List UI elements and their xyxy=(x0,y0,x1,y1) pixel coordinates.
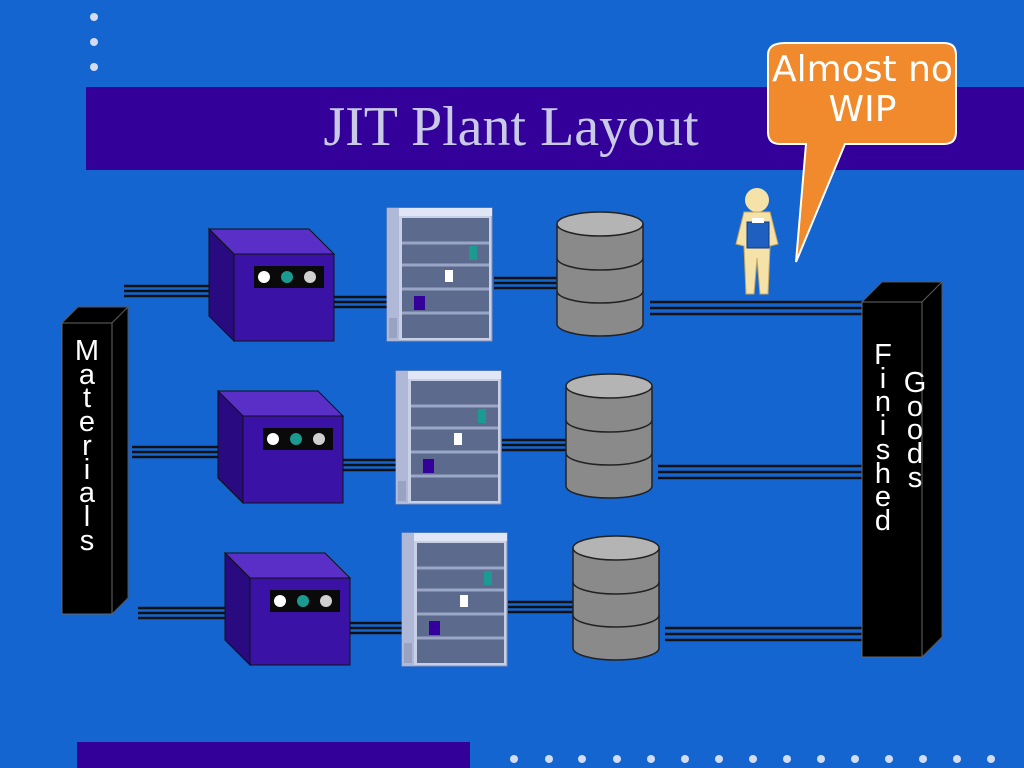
materials-box xyxy=(60,305,130,616)
machine-3 xyxy=(224,552,351,666)
label-letter: F xyxy=(874,339,892,371)
server-rack-2 xyxy=(394,369,503,506)
connector-lines xyxy=(124,276,862,642)
label-letter: e xyxy=(78,406,96,439)
worker-icon xyxy=(735,188,779,295)
footer-band xyxy=(77,742,470,768)
label-letter: s xyxy=(907,461,923,494)
decor-dot xyxy=(510,755,518,763)
server-rack-1 xyxy=(385,206,494,343)
machine-1 xyxy=(208,228,335,342)
label-letter: e xyxy=(874,481,892,514)
decor-dot xyxy=(613,755,621,763)
label-letter: l xyxy=(83,500,91,533)
label-letter: o xyxy=(906,414,924,447)
label-letter: t xyxy=(82,382,92,415)
decor-dot xyxy=(681,755,689,763)
slide-title: JIT Plant Layout xyxy=(323,96,699,158)
label-letter: i xyxy=(879,362,887,395)
label-letter: n xyxy=(874,386,892,419)
label-letter: G xyxy=(903,367,927,399)
label-letter: d xyxy=(874,504,892,537)
label-letter: s xyxy=(875,433,891,466)
callout-text: Almost no WIP xyxy=(772,49,953,130)
decor-dot xyxy=(545,755,553,763)
storage-drum-2 xyxy=(565,373,653,499)
storage-drum-1 xyxy=(556,211,644,337)
label-letter: a xyxy=(78,358,96,391)
label-letter: r xyxy=(82,429,92,462)
decor-dot xyxy=(817,755,825,763)
decor-dot xyxy=(987,755,995,763)
decor-dot xyxy=(953,755,961,763)
label-letter: d xyxy=(906,438,924,471)
label-letter: o xyxy=(906,390,924,423)
finished-goods-box xyxy=(860,280,944,659)
label-letter: s xyxy=(79,524,95,557)
decor-dot xyxy=(90,38,98,46)
server-rack-3 xyxy=(400,531,509,668)
storage-drum-3 xyxy=(572,535,660,661)
decor-dot xyxy=(90,63,98,71)
label-letter: i xyxy=(879,410,887,443)
label-letter: i xyxy=(83,453,91,486)
decor-dot xyxy=(885,755,893,763)
machine-2 xyxy=(217,390,344,504)
decor-dot xyxy=(783,755,791,763)
decor-dot xyxy=(749,755,757,763)
callout-bubble xyxy=(767,42,957,263)
decor-dot xyxy=(647,755,655,763)
label-letter: a xyxy=(78,477,96,510)
label-letter: h xyxy=(874,457,892,490)
decor-dot xyxy=(90,13,98,21)
decor-dot xyxy=(919,755,927,763)
decor-dot xyxy=(578,755,586,763)
decor-dot xyxy=(851,755,859,763)
decor-dot xyxy=(715,755,723,763)
label-letter: M xyxy=(74,335,100,367)
